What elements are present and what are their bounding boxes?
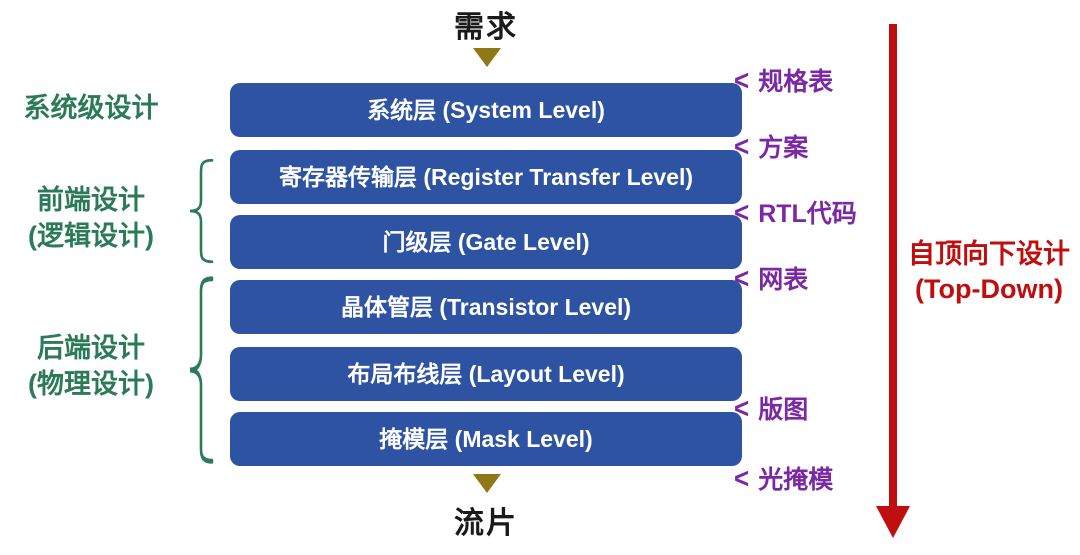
frontend-brace-icon [189, 158, 214, 264]
group-label-frontend-design: 前端设计 (逻辑设计) [5, 182, 177, 254]
level-box-mask: 掩模层 (Mask Level) [230, 412, 742, 466]
top-down-caption-line1: 自顶向下设计 [908, 239, 1070, 269]
left-pointer-icon: < [734, 128, 750, 162]
level-box-system: 系统层 (System Level) [230, 83, 742, 137]
artifact-layout: < 版图 [734, 391, 808, 425]
group-label-backend-design: 后端设计 (物理设计) [5, 330, 177, 402]
top-down-arrow-line [889, 24, 897, 508]
left-pointer-icon: < [734, 390, 750, 424]
flow-end-label: 流片 [454, 507, 518, 540]
artifact-photomask: < 光掩模 [734, 461, 833, 495]
group-sublabel-text: (逻辑设计) [28, 221, 154, 251]
artifact-label: RTL代码 [758, 200, 857, 228]
group-label-system-design: 系统级设计 [5, 90, 177, 126]
top-down-caption-line2: (Top-Down) [915, 274, 1063, 304]
artifact-label: 规格表 [758, 68, 834, 96]
level-box-layout: 布局布线层 (Layout Level) [230, 347, 742, 401]
group-label-text: 系统级设计 [23, 93, 159, 123]
artifact-label: 方案 [758, 134, 809, 162]
level-box-transistor: 晶体管层 (Transistor Level) [230, 280, 742, 334]
backend-brace-icon [189, 276, 214, 464]
group-sublabel-text: (物理设计) [28, 369, 154, 399]
level-box-gate: 门级层 (Gate Level) [230, 215, 742, 269]
left-pointer-icon: < [734, 194, 750, 228]
artifact-scheme: < 方案 [734, 129, 808, 163]
left-pointer-icon: < [734, 62, 750, 96]
flow-start-label: 需求 [454, 11, 518, 44]
left-pointer-icon: < [734, 260, 750, 294]
top-down-arrowhead-icon [876, 506, 910, 538]
artifact-label: 网表 [758, 266, 809, 294]
arrow-down-icon [473, 48, 501, 67]
top-down-caption: 自顶向下设计 (Top-Down) [898, 237, 1080, 307]
group-label-text: 后端设计 [37, 333, 145, 363]
left-pointer-icon: < [734, 460, 750, 494]
artifact-label: 光掩模 [758, 466, 834, 494]
artifact-netlist: < 网表 [734, 261, 808, 295]
arrow-down-icon [473, 474, 501, 493]
artifact-label: 版图 [758, 396, 809, 424]
level-box-register-transfer: 寄存器传输层 (Register Transfer Level) [230, 150, 742, 204]
artifact-spec: < 规格表 [734, 63, 833, 97]
artifact-rtl-code: < RTL代码 [734, 195, 857, 229]
group-label-text: 前端设计 [37, 185, 145, 215]
